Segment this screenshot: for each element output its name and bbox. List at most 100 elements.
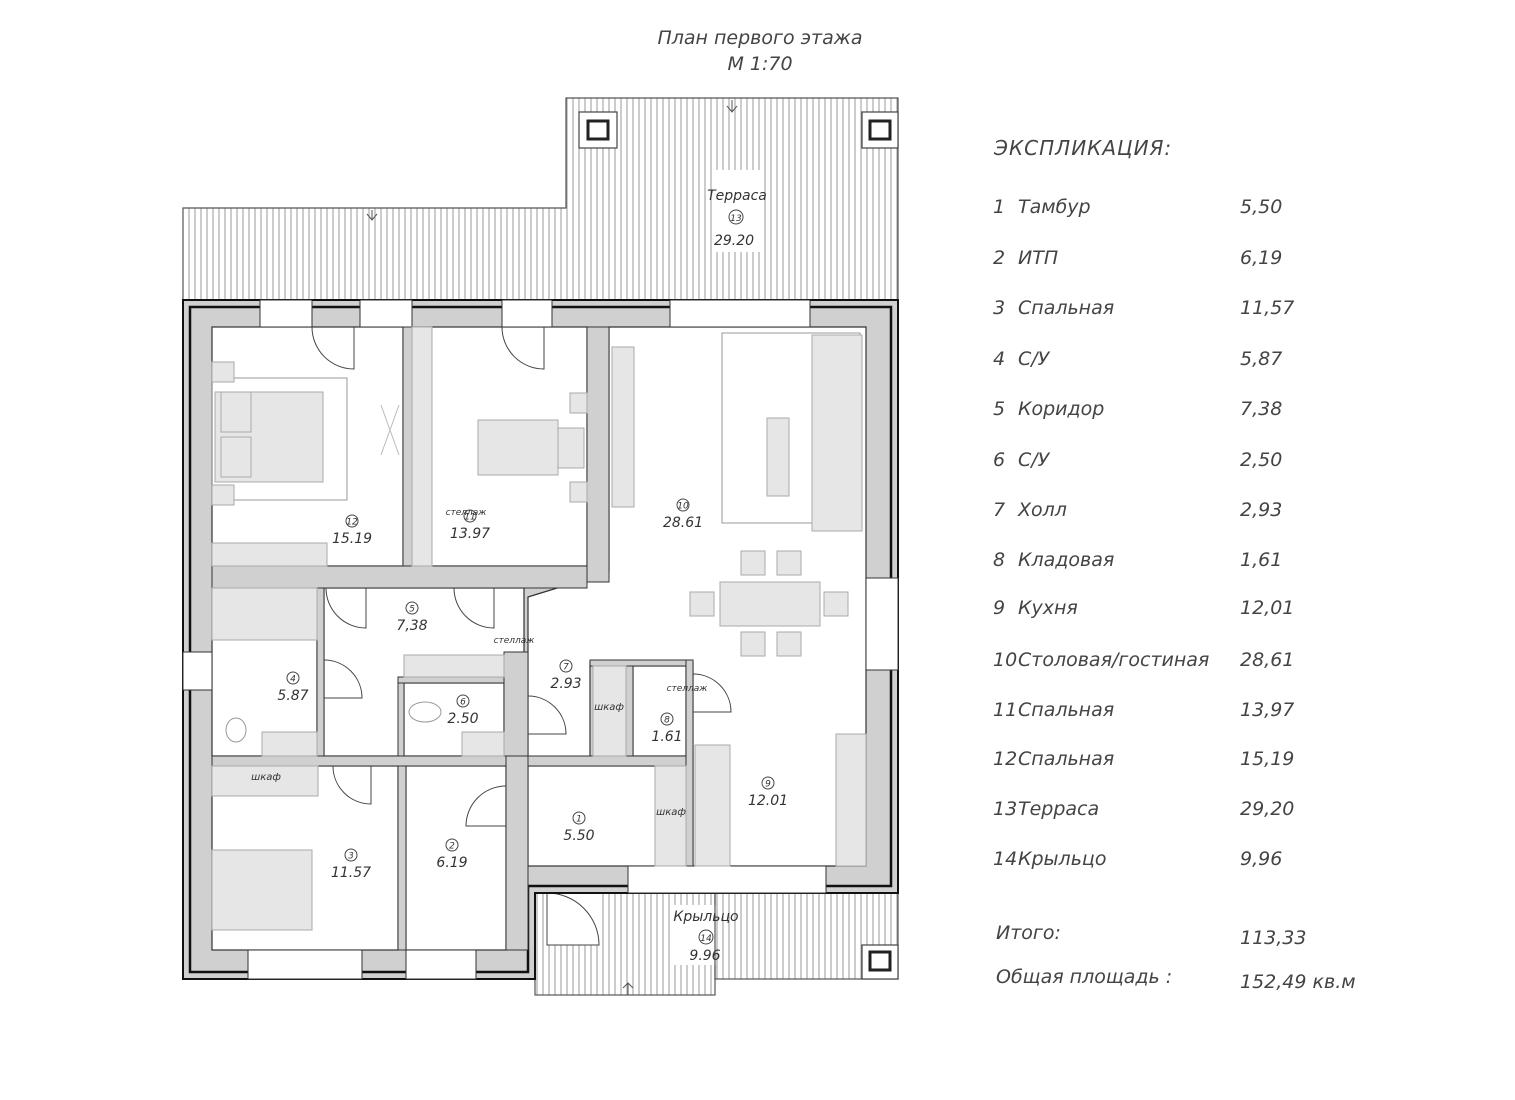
explication-row-area: 5,50 — [1240, 196, 1283, 218]
room-number: 2 — [449, 842, 455, 852]
explication-row-name: Спальная — [1018, 748, 1115, 770]
wardrobe-label: шкаф — [594, 702, 624, 713]
explication-row-number: 13 — [993, 798, 1018, 820]
explication-row-number: 10 — [993, 649, 1018, 671]
room-number-circle — [572, 811, 586, 825]
total-label: Итого: — [996, 922, 1061, 944]
shelf-label: стеллаж — [667, 684, 709, 694]
explication-row: 2 ИТП 6,19 — [990, 247, 1370, 273]
room-number: 12 — [346, 518, 358, 528]
explication-row-name: Спальная — [1018, 297, 1115, 319]
shelf-label: стеллаж — [494, 636, 536, 646]
explication-row: 1 Тамбур 5,50 — [990, 196, 1370, 222]
room-number: 1 — [576, 815, 582, 825]
total-area-label: Общая площадь : — [996, 966, 1173, 988]
explication-row-name: ИТП — [1018, 247, 1059, 269]
terrace-number: 13 — [730, 214, 742, 224]
room-area: 28.61 — [663, 515, 703, 531]
room-number: 9 — [765, 780, 771, 790]
room-number: 10 — [677, 502, 689, 512]
explication-row-name: Холл — [1018, 499, 1067, 521]
explication-row-number: 7 — [993, 499, 1006, 521]
explication-row-name: Кухня — [1018, 597, 1078, 619]
explication-row: 4 С/У 5,87 — [990, 348, 1370, 374]
room-area: 2.50 — [447, 711, 478, 727]
terrace-label: Терраса — [707, 188, 767, 204]
room-area: 12.01 — [748, 793, 788, 809]
explication-row-number: 14 — [993, 848, 1018, 870]
room-number-circle — [676, 498, 690, 512]
room-number-circle — [344, 848, 358, 862]
explication-row-number: 5 — [993, 398, 1006, 420]
explication-row: 7 Холл 2,93 — [990, 499, 1370, 525]
explication-row-area: 9,96 — [1240, 848, 1283, 870]
wardrobe-label: шкаф — [251, 772, 281, 783]
explication-row-number: 4 — [993, 348, 1006, 370]
explication-row-number: 11 — [993, 699, 1018, 721]
explication-row-name: Кладовая — [1018, 549, 1115, 571]
explication-row-area: 2,93 — [1240, 499, 1283, 521]
room-number-circle — [660, 712, 674, 726]
explication-row-number: 8 — [993, 549, 1006, 571]
explication-heading: ЭКСПЛИКАЦИЯ: — [994, 136, 1173, 160]
explication-row-number: 2 — [993, 247, 1006, 269]
room-area: 5.87 — [277, 688, 308, 704]
explication-row-name: Спальная — [1018, 699, 1115, 721]
room-area: 11.57 — [331, 865, 371, 881]
room-number: 8 — [664, 716, 670, 726]
room-number: 5 — [409, 605, 415, 615]
plan-labels: Терраса 13 29.20 Крыльцо 14 9.96 1215.19… — [251, 188, 788, 964]
explication-row-area: 1,61 — [1240, 549, 1283, 571]
room-number-circle — [345, 514, 359, 528]
explication-row-name: Тамбур — [1018, 196, 1091, 218]
porch — [534, 892, 899, 996]
total-area-value: 152,49 кв.м — [1240, 971, 1356, 993]
explication-row-area: 7,38 — [1240, 398, 1283, 420]
room-area: 13.97 — [450, 526, 490, 542]
explication-row-name: С/У — [1018, 449, 1050, 471]
room-number: 7 — [563, 663, 569, 673]
explication-row-name: Коридор — [1018, 398, 1105, 420]
furniture — [211, 326, 867, 931]
explication-row-area: 2,50 — [1240, 449, 1283, 471]
room-area: 1.61 — [651, 729, 682, 745]
terrace — [182, 97, 899, 301]
explication-row-area: 6,19 — [1240, 247, 1283, 269]
explication-row-area: 11,57 — [1240, 297, 1295, 319]
explication-row-number: 6 — [993, 449, 1006, 471]
shelf-label: стеллаж — [446, 508, 488, 518]
room-area: 5.50 — [563, 828, 594, 844]
wardrobe-label: шкаф — [656, 807, 686, 818]
explication-row-area: 15,19 — [1240, 748, 1295, 770]
room-number: 6 — [460, 698, 466, 708]
explication-row-number: 12 — [993, 748, 1018, 770]
plan-title: План первого этажа — [657, 27, 863, 49]
room-number-circle — [463, 509, 477, 523]
explication-row: 5 Коридор 7,38 — [990, 398, 1370, 424]
windows — [182, 299, 899, 980]
room-number-circle — [405, 601, 419, 615]
room-area: 2.93 — [550, 676, 581, 692]
plan-scale: М 1:70 — [727, 53, 793, 75]
room-number-circle — [445, 838, 459, 852]
doors — [311, 326, 732, 827]
explication-row-area: 5,87 — [1240, 348, 1283, 370]
explication-row-area: 28,61 — [1240, 649, 1295, 671]
porch-number: 14 — [700, 934, 712, 944]
explication-row-name: Терраса — [1018, 798, 1100, 820]
explication-row-name: С/У — [1018, 348, 1050, 370]
room-area: 7,38 — [396, 618, 427, 634]
room-number-circle — [286, 671, 300, 685]
explication-row-number: 1 — [993, 196, 1006, 218]
explication-row-name: Крыльцо — [1018, 848, 1107, 870]
explication-row-number: 3 — [993, 297, 1006, 319]
explication-row: 3 Спальная 11,57 — [990, 297, 1370, 323]
